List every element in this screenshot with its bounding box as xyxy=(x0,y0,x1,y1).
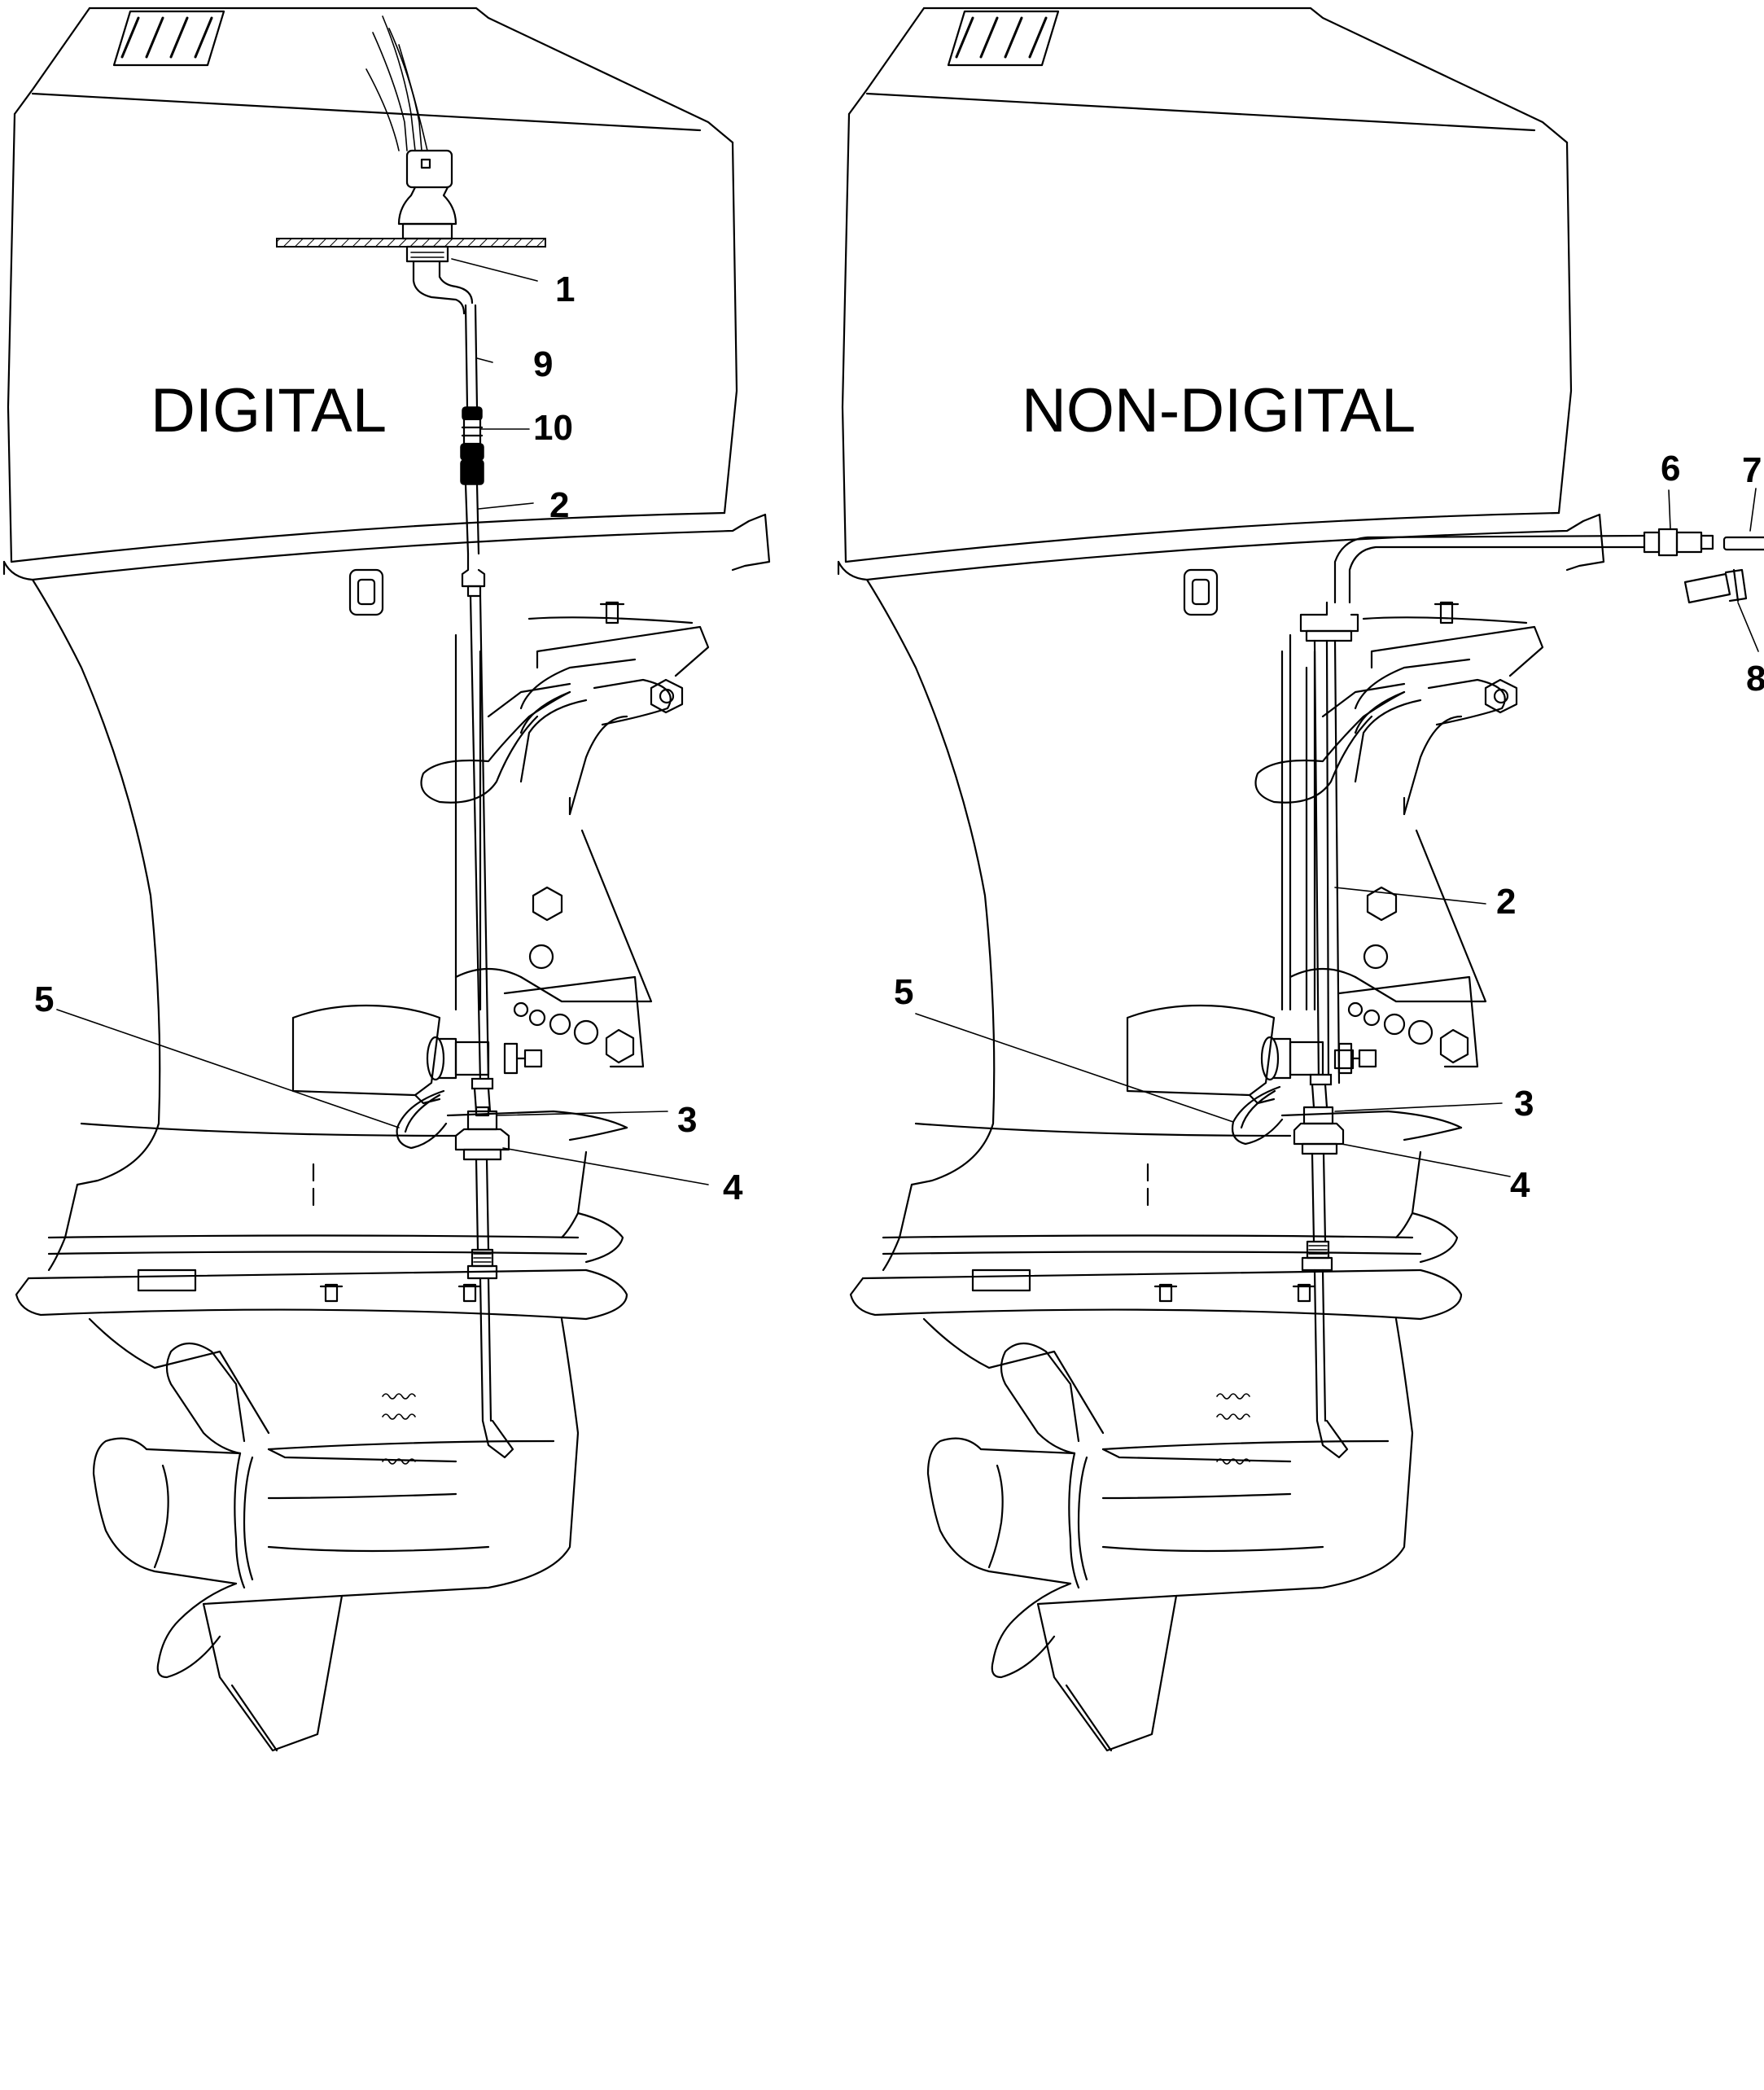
panel-title-non-digital: NON-DIGITAL xyxy=(1022,376,1416,445)
callout-1: 1 xyxy=(555,269,575,309)
callout-4: 4 xyxy=(723,1168,743,1207)
shift-cable-2-non-digital xyxy=(1280,534,1646,1084)
connector-10 xyxy=(460,418,484,485)
harness-9 xyxy=(462,304,483,421)
callout-2-non-digital: 2 xyxy=(1496,882,1516,922)
pin-7 xyxy=(1722,536,1764,551)
leader-lines-digital xyxy=(56,258,709,1185)
leader-lines-non-digital xyxy=(915,488,1759,1177)
callout-5-non-digital: 5 xyxy=(894,972,913,1012)
callout-10: 10 xyxy=(533,408,573,448)
panel-title-digital: DIGITAL xyxy=(151,376,387,445)
callout-6: 6 xyxy=(1661,449,1680,489)
callout-3-non-digital: 3 xyxy=(1514,1084,1534,1124)
fitting-8 xyxy=(1683,568,1748,604)
callout-7: 7 xyxy=(1742,450,1762,490)
shift-cable-2 xyxy=(461,483,490,1084)
cable-hardware xyxy=(454,1077,514,1459)
callout-3: 3 xyxy=(677,1100,697,1140)
callout-2: 2 xyxy=(549,485,569,525)
cotter-pin-5 xyxy=(396,1089,448,1150)
panel-digital: DIGITAL 1 9 10 2 5 3 4 xyxy=(2,7,771,1752)
cable-hardware-non-digital xyxy=(1293,1049,1355,1459)
cable-end-6 xyxy=(1643,528,1714,557)
shift-actuator-1 xyxy=(276,15,546,315)
callout-9: 9 xyxy=(533,344,553,384)
callout-4-non-digital: 4 xyxy=(1510,1165,1530,1205)
panel-non-digital: NON-DIGITAL 6 7 8 2 5 3 4 xyxy=(837,7,1764,1752)
callout-5: 5 xyxy=(34,979,54,1019)
cotter-pin-5-non-digital xyxy=(1231,1085,1284,1146)
callout-8: 8 xyxy=(1746,659,1764,699)
